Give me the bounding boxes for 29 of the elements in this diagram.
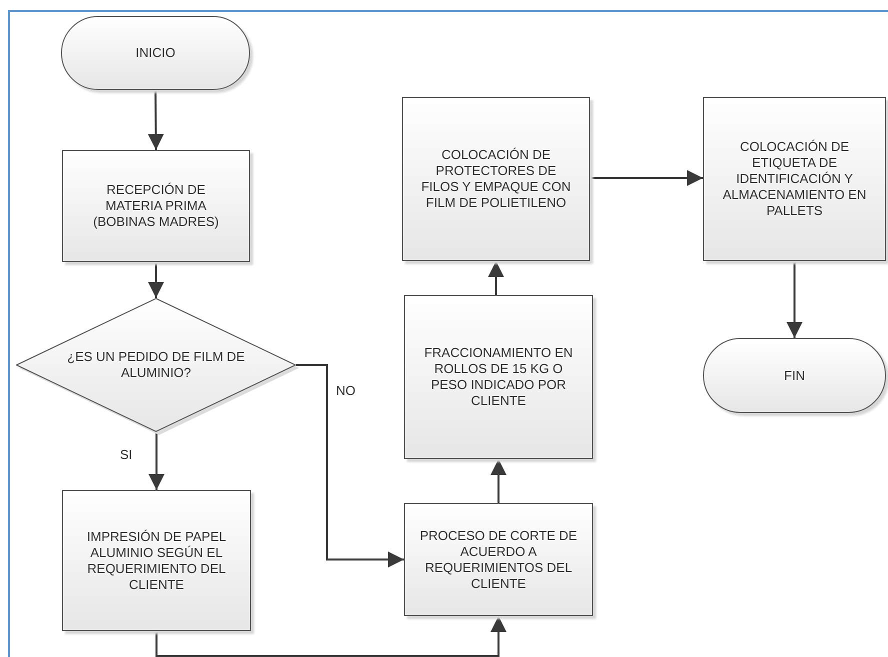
arrow [490, 459, 506, 503]
arrow [786, 261, 802, 338]
arrow [148, 432, 164, 490]
edge-label: NO [334, 383, 358, 398]
terminal-shape [61, 16, 250, 90]
step-text: FRACCIONAMIENTO EN ROLLOS DE 15 KG O PESO INDICADO POR CLIENTE [423, 345, 574, 409]
arrow [148, 262, 164, 298]
process-box [62, 490, 251, 631]
process-box [404, 295, 593, 459]
arrow [148, 90, 164, 150]
decision-diamond [16, 298, 296, 432]
process-box [703, 97, 886, 261]
process-box [404, 503, 593, 616]
edge-label: SI [118, 447, 134, 462]
process-box [402, 97, 590, 261]
step-text: IMPRESIÓN DE PAPEL ALUMINIO SEGÚN EL REQUERIMIENTO DEL CLIENTE [86, 528, 228, 592]
terminal-shape [703, 338, 886, 413]
step-text: COLOCACIÓN DE PROTECTORES DE FILOS Y EMPAQUE CON FILM DE POLIETILENO [420, 147, 572, 211]
step-text: COLOCACIÓN DE ETIQUETA DE IDENTIFICACIÓN Y ALMACENAMIENTO EN PALLETS [722, 139, 868, 219]
step-text: RECEPCIÓN DE MATERIA PRIMA (BOBINAS MADRES) [92, 182, 220, 230]
arrow [156, 616, 506, 657]
arrow [590, 170, 703, 186]
step-text: PROCESO DE CORTE DE ACUERDO A REQUERIMIENTOS DEL CLIENTE [418, 528, 578, 592]
process-box [62, 150, 250, 262]
arrow [488, 261, 504, 295]
arrow [296, 364, 404, 568]
step-text: ¿ES UN PEDIDO DE FILM DE ALUMINIO? [66, 349, 246, 381]
step-text: FIN [783, 368, 806, 384]
step-text: INICIO [134, 45, 176, 61]
